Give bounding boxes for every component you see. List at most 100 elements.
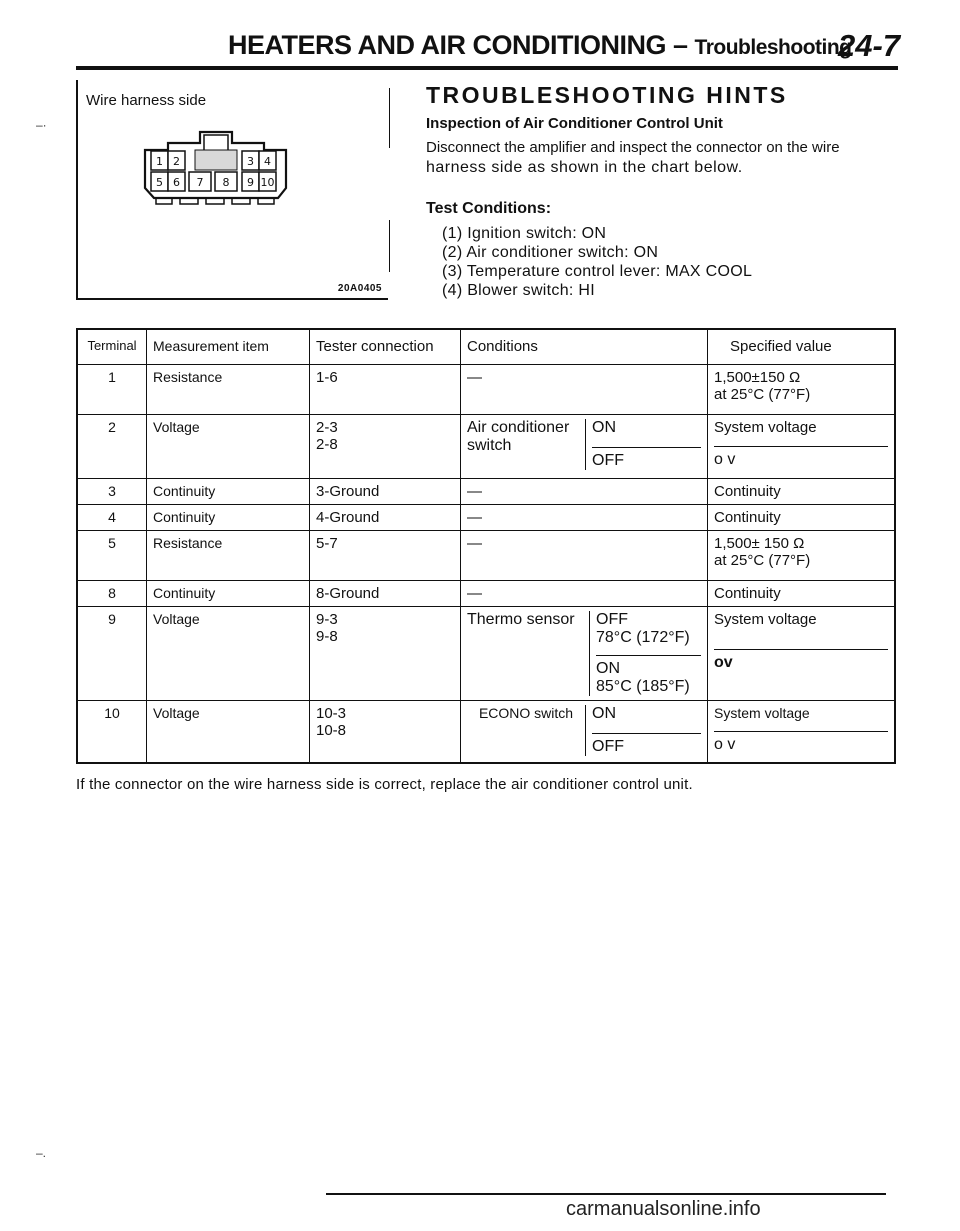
- cell-terminal: 2: [76, 414, 147, 479]
- header-terminal: Terminal: [76, 328, 147, 365]
- cell-terminal: 9: [76, 606, 147, 701]
- tester-line: 2-3: [316, 419, 338, 436]
- table-header-row: Terminal Measurement item Tester connect…: [76, 328, 896, 365]
- cell-tester: 10-3 10-8: [309, 700, 461, 764]
- cell-tester: 9-3 9-8: [309, 606, 461, 701]
- cell-spec: System voltage o v: [707, 700, 896, 764]
- cell-spec: 1,500±150 Ω at 25°C (77°F): [707, 364, 896, 415]
- cell-condition: —: [460, 580, 708, 607]
- header-title-text: HEATERS AND AIR CONDITIONING: [228, 30, 667, 60]
- pin-label: 9: [247, 176, 254, 189]
- figure-caption: Wire harness side: [86, 92, 207, 109]
- table-row: 2 Voltage 2-3 2-8 Air conditioner switch…: [76, 414, 896, 479]
- pin-label: 4: [264, 155, 271, 168]
- cell-condition: Air conditioner switch ON OFF: [460, 414, 708, 479]
- inspection-table: Terminal Measurement item Tester connect…: [76, 328, 896, 764]
- condition-state: ON: [592, 705, 701, 734]
- cell-spec: 1,500± 150 Ω at 25°C (77°F): [707, 530, 896, 581]
- cell-spec: System voltage o v: [707, 414, 896, 479]
- cell-item: Continuity: [146, 580, 310, 607]
- header-rule: [76, 66, 898, 70]
- cell-condition: —: [460, 364, 708, 415]
- figure-border: [389, 220, 390, 272]
- header-tester: Tester connection: [309, 328, 461, 365]
- pin-label: 7: [197, 176, 204, 189]
- condition-label: ECONO switch: [478, 705, 574, 721]
- table-row: 1 Resistance 1-6 — 1,500±150 Ω at 25°C (…: [76, 364, 896, 415]
- spec-line: ov: [714, 654, 733, 671]
- cell-item: Resistance: [146, 530, 310, 581]
- tester-line: 2-8: [316, 436, 338, 453]
- test-conditions-list: (1) Ignition switch: ON (2) Air conditio…: [442, 224, 916, 300]
- cell-terminal: 8: [76, 580, 147, 607]
- footnote: If the connector on the wire harness sid…: [76, 776, 693, 793]
- cell-item: Resistance: [146, 364, 310, 415]
- cell-tester: 5-7: [309, 530, 461, 581]
- test-condition: (3) Temperature control lever: MAX COOL: [442, 263, 753, 280]
- cell-tester: 2-3 2-8: [309, 414, 461, 479]
- header-measurement: Measurement item: [146, 328, 310, 365]
- pin-label: 1: [156, 155, 163, 168]
- cell-item: Voltage: [146, 606, 310, 701]
- header-conditions: Conditions: [460, 328, 708, 365]
- cell-condition: Thermo sensor OFF 78°C (172°F) ON 85°C (…: [460, 606, 708, 701]
- cell-spec: System voltage ov: [707, 606, 896, 701]
- pin-label: 2: [173, 155, 180, 168]
- cell-terminal: 3: [76, 478, 147, 505]
- spec-line: at 25°C (77°F): [714, 552, 811, 569]
- header-dash: –: [666, 30, 695, 60]
- watermark: carmanualsonline.info: [566, 1198, 761, 1220]
- cell-terminal: 4: [76, 504, 147, 531]
- cell-item: Voltage: [146, 700, 310, 764]
- table-row: 10 Voltage 10-3 10-8 ECONO switch ON OFF…: [76, 700, 896, 764]
- cell-terminal: 5: [76, 530, 147, 581]
- hints-subtitle: Inspection of Air Conditioner Control Un…: [426, 115, 723, 132]
- condition-state-line: ON: [596, 660, 620, 677]
- spec-line: o v: [714, 736, 736, 753]
- pin-label: 5: [156, 176, 163, 189]
- cell-condition: —: [460, 504, 708, 531]
- cell-tester: 4-Ground: [309, 504, 461, 531]
- cell-tester: 3-Ground: [309, 478, 461, 505]
- hints-body: Disconnect the amplifier and inspect the…: [426, 138, 916, 178]
- test-condition: (2) Air conditioner switch: ON: [442, 244, 659, 261]
- condition-label: Air conditioner switch: [467, 419, 570, 454]
- cell-condition: —: [460, 530, 708, 581]
- header-title: HEATERS AND AIR CONDITIONING – Troublesh…: [228, 30, 852, 61]
- spec-line: 1,500±150 Ω: [714, 369, 801, 386]
- header-subtitle: Troubleshooting: [694, 36, 852, 59]
- tester-line: 9-8: [316, 628, 338, 645]
- spec-line: System voltage: [714, 419, 888, 447]
- pin-label: 10: [261, 176, 275, 189]
- cell-item: Voltage: [146, 414, 310, 479]
- test-conditions-heading: Test Conditions:: [426, 200, 552, 217]
- tester-line: 10-8: [316, 722, 347, 739]
- header-specified: Specified value: [707, 328, 896, 365]
- connector-diagram: 1 2 3 4 5 6 7 8 9 10: [143, 130, 288, 205]
- condition-state: OFF: [592, 452, 624, 469]
- cell-tester: 8-Ground: [309, 580, 461, 607]
- condition-state-line: OFF: [596, 611, 628, 628]
- margin-mark: –·: [36, 118, 47, 132]
- condition-state-line: 85°C (185°F): [596, 678, 690, 695]
- test-condition: (1) Ignition switch: ON: [442, 225, 607, 242]
- cell-spec: Continuity: [707, 580, 896, 607]
- condition-state: OFF 78°C (172°F): [596, 611, 701, 656]
- page-number: 24-7: [838, 28, 901, 63]
- condition-state-line: 78°C (172°F): [596, 629, 690, 646]
- test-condition: (4) Blower switch: HI: [442, 282, 595, 299]
- pin-label: 3: [247, 155, 254, 168]
- table-row: 9 Voltage 9-3 9-8 Thermo sensor OFF 78°C…: [76, 606, 896, 701]
- cell-tester: 1-6: [309, 364, 461, 415]
- tester-line: 10-3: [316, 705, 347, 722]
- cell-spec: Continuity: [707, 478, 896, 505]
- hints-body-line: harness side as shown in the chart below…: [426, 159, 743, 176]
- table-row: 8 Continuity 8-Ground — Continuity: [76, 580, 896, 607]
- table-row: 3 Continuity 3-Ground — Continuity: [76, 478, 896, 505]
- cell-condition: ECONO switch ON OFF: [460, 700, 708, 764]
- hints-body-line: Disconnect the amplifier and inspect the…: [426, 139, 840, 156]
- connector-figure: Wire harness side 1 2 3 4 5 6 7 8 9 10: [76, 80, 390, 300]
- spec-line: System voltage: [714, 705, 888, 732]
- hints-title: TROUBLESHOOTING HINTS: [426, 82, 788, 108]
- spec-line: o v: [714, 451, 736, 468]
